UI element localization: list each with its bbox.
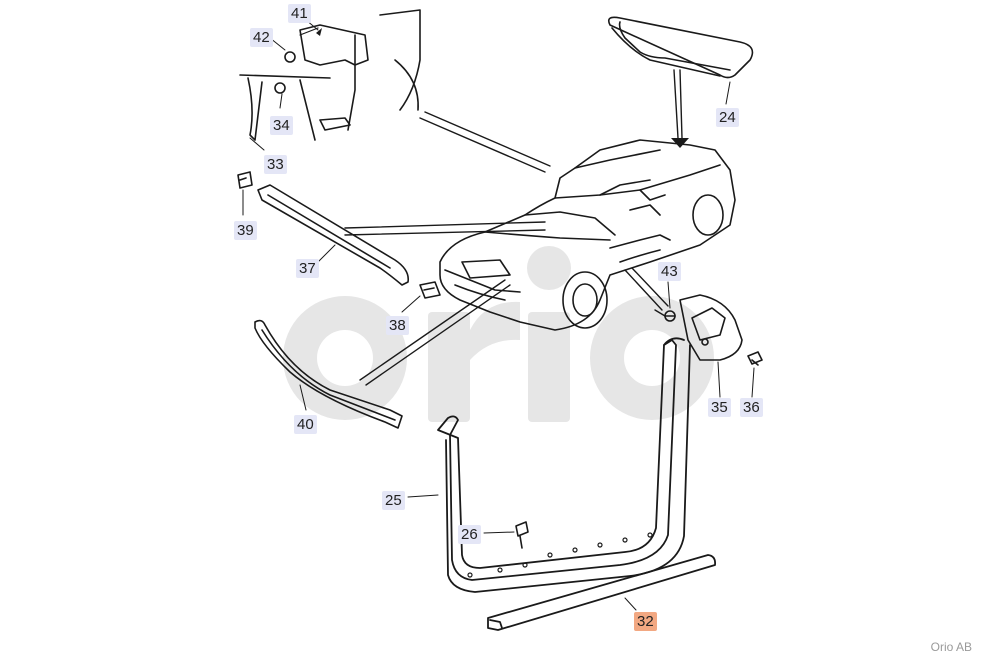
leader-lines xyxy=(344,69,683,386)
callout-35[interactable]: 35 xyxy=(708,398,731,417)
callout-40[interactable]: 40 xyxy=(294,415,317,434)
trim-35-drawing xyxy=(679,294,743,361)
callout-26[interactable]: 26 xyxy=(458,525,481,544)
clip-26-drawing xyxy=(515,521,529,549)
credit-text: Orio AB xyxy=(930,640,972,654)
callout-38[interactable]: 38 xyxy=(386,316,409,335)
strip-40-drawing xyxy=(254,319,403,429)
pillar-inset-drawing xyxy=(239,9,421,141)
callout-37[interactable]: 37 xyxy=(296,259,319,278)
fastener-holes xyxy=(467,532,653,578)
strip-37-drawing xyxy=(257,184,410,286)
callout-24[interactable]: 24 xyxy=(716,108,739,127)
callout-36[interactable]: 36 xyxy=(740,398,763,417)
clip-36-drawing xyxy=(747,351,763,366)
clip-43-drawing xyxy=(664,310,676,322)
callout-41[interactable]: 41 xyxy=(288,4,311,23)
callout-32[interactable]: 32 xyxy=(634,612,657,631)
callout-43[interactable]: 43 xyxy=(658,262,681,281)
seal-24-drawing xyxy=(607,16,754,79)
callout-42[interactable]: 42 xyxy=(250,28,273,47)
callout-34[interactable]: 34 xyxy=(270,116,293,135)
callout-25[interactable]: 25 xyxy=(382,491,405,510)
sill-strip-32-drawing xyxy=(487,554,717,631)
callout-39[interactable]: 39 xyxy=(234,221,257,240)
door-seal-25-drawing xyxy=(437,337,691,593)
clip-38-drawing xyxy=(419,281,441,299)
leader-arrowheads xyxy=(316,28,689,148)
callout-33[interactable]: 33 xyxy=(264,155,287,174)
car-drawing xyxy=(439,139,736,331)
clip-39-drawing xyxy=(237,171,253,189)
callout-leaders xyxy=(242,19,755,611)
